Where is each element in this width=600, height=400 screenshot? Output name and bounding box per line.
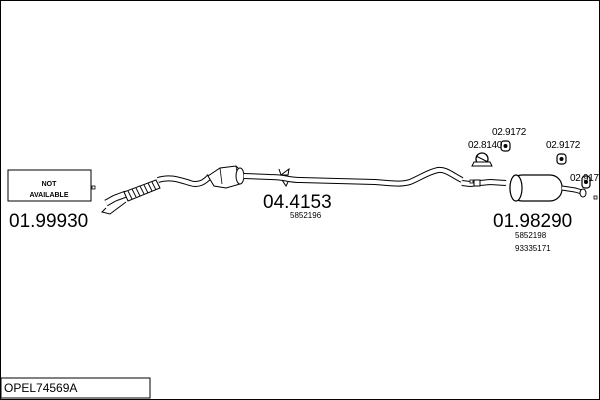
hanger-icon-c [581,175,591,189]
model-code: OPEL74569A [4,381,77,395]
clamp-icon [471,152,493,167]
part-middle-code: 04.4153 [263,192,332,213]
part-rear-code: 01.98290 [493,211,572,232]
part-rear-ref1: 5852198 [515,231,547,240]
part-front-code: 01.99930 [9,211,88,232]
hanger-a-code: 02.9172 [492,127,527,138]
catalytic-converter [207,165,245,189]
connector-marker [91,185,96,190]
rear-silencer [461,174,598,202]
hanger-icon-a [500,140,511,152]
part-middle-ref: 5852196 [290,211,322,220]
clamp-code: 02.8140 [468,140,503,151]
model-code-box [0,377,151,399]
front-pipe [101,173,213,215]
hanger-icon-b [556,153,567,165]
middle-pipe [243,166,464,187]
not-available-line2: AVAILABLE [29,192,68,199]
not-available-line1: NOT [42,181,58,188]
hanger-c-code: 02.9172 [570,173,600,184]
part-rear-ref2: 93335171 [515,244,551,253]
hanger-b-code: 02.9172 [546,140,581,151]
not-available-box [7,169,92,202]
